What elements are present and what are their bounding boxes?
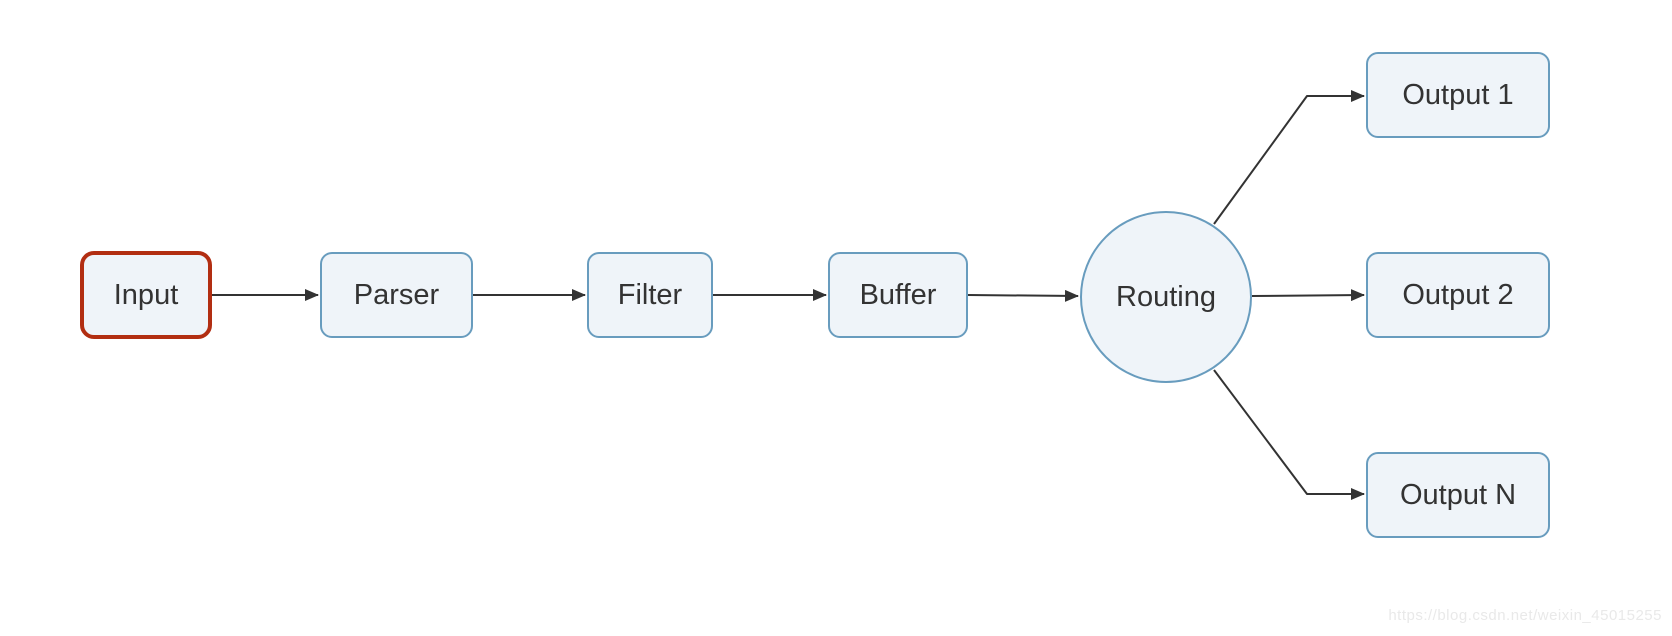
node-parser-label: Parser xyxy=(353,278,440,311)
node-filter: Filter xyxy=(587,252,713,338)
node-output-n: Output N xyxy=(1366,452,1550,538)
watermark-url: https://blog.csdn.net/weixin_45015255 xyxy=(1388,607,1662,624)
node-filter-label: Filter xyxy=(617,278,683,311)
node-routing: Routing xyxy=(1080,211,1252,383)
edge-buffer-routing xyxy=(967,289,1079,302)
node-parser: Parser xyxy=(320,252,473,338)
node-routing-label: Routing xyxy=(1116,280,1216,313)
node-output-1: Output 1 xyxy=(1366,52,1550,138)
node-buffer-label: Buffer xyxy=(859,278,937,311)
node-output-2: Output 2 xyxy=(1366,252,1550,338)
node-output-n-label: Output N xyxy=(1399,478,1517,511)
edge-routing-outputN xyxy=(1213,369,1365,500)
node-input-label: Input xyxy=(113,278,179,311)
edge-routing-output2 xyxy=(1251,289,1365,302)
node-output-2-label: Output 2 xyxy=(1402,278,1514,311)
node-output-1-label: Output 1 xyxy=(1402,78,1514,111)
node-buffer: Buffer xyxy=(828,252,968,338)
node-input: Input xyxy=(80,251,212,339)
edge-routing-output1 xyxy=(1213,90,1365,225)
